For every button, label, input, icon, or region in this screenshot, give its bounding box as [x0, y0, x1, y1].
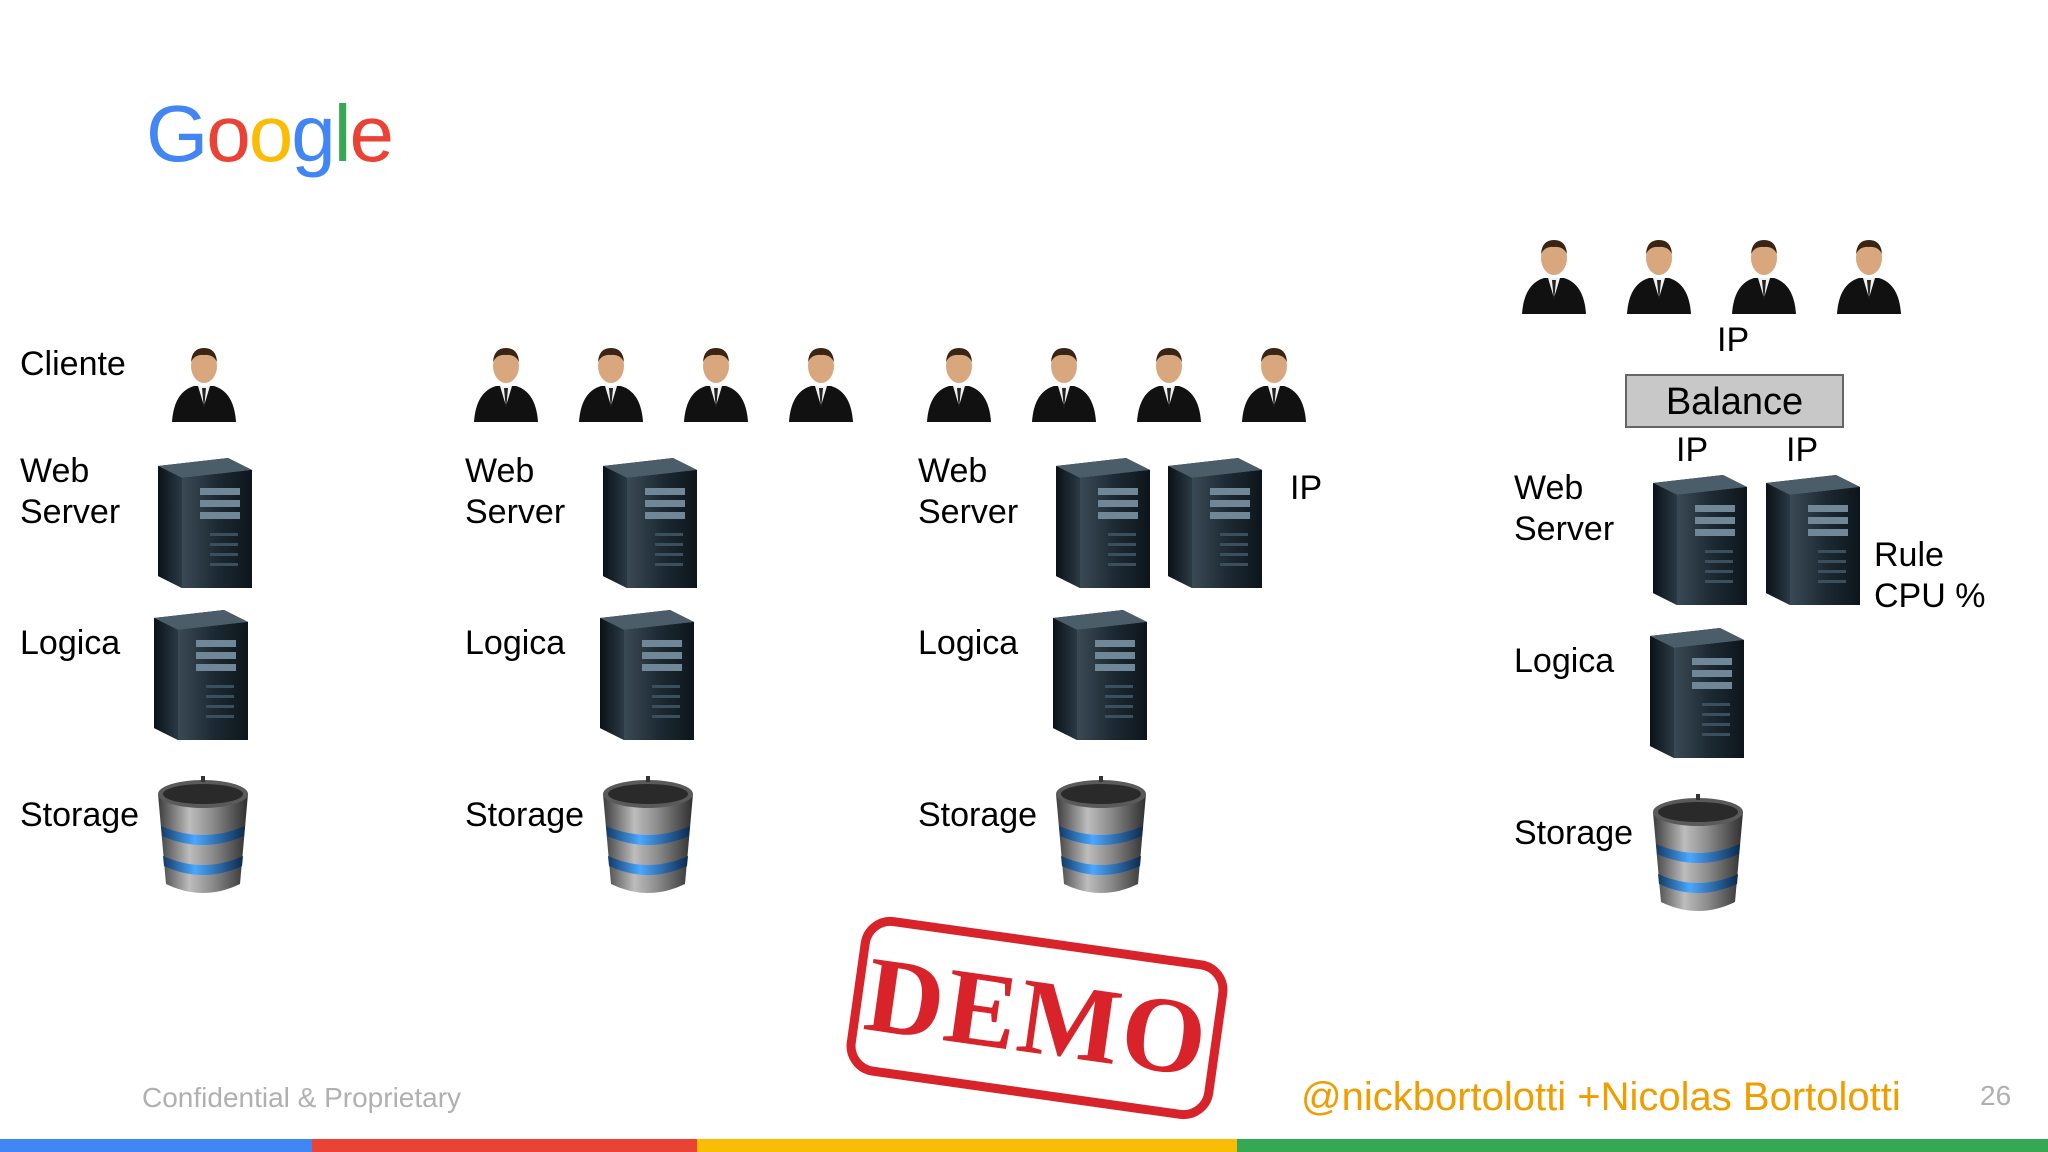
storage-database-icon — [593, 774, 703, 899]
user-icon — [1833, 232, 1905, 314]
ip-top-label: IP — [1717, 321, 1750, 359]
rule-cpu-label: Rule CPU % — [1874, 536, 1986, 615]
logo-letter-g: G — [146, 89, 208, 178]
footer-stripe-red — [312, 1139, 697, 1152]
ip-right-label: IP — [1786, 431, 1819, 469]
logic-server-icon — [1642, 628, 1752, 758]
web-server-icon — [1048, 458, 1158, 588]
storage-database-icon — [1046, 774, 1156, 899]
user-icon — [680, 340, 752, 422]
cliente-label: Cliente — [20, 345, 126, 383]
user-icon — [785, 340, 857, 422]
storage-label: Storage — [20, 796, 140, 834]
user-icon — [1028, 340, 1100, 422]
logic-server-icon — [1045, 610, 1155, 740]
storage-database-icon — [148, 774, 258, 899]
logic-server-icon — [146, 610, 256, 740]
web-server-label: Web Server — [20, 452, 121, 531]
storage-label: Storage — [918, 796, 1038, 834]
logic-server-icon — [592, 610, 702, 740]
user-icon — [923, 340, 995, 422]
footer-stripe-green — [1237, 1139, 2048, 1152]
user-icon — [470, 340, 542, 422]
load-balancer-box: Balance — [1625, 374, 1844, 428]
user-icon — [1623, 232, 1695, 314]
logica-label: Logica — [1514, 642, 1615, 680]
user-icon — [1518, 232, 1590, 314]
logo-letter-o2: o — [248, 89, 293, 178]
web-server-icon — [1645, 475, 1755, 605]
user-icon — [168, 340, 240, 422]
confidential-label: Confidential & Proprietary — [142, 1082, 462, 1113]
web-server-icon — [1160, 458, 1270, 588]
web-server-label: Web Server — [465, 452, 566, 531]
user-icon — [1133, 340, 1205, 422]
ip-left-label: IP — [1676, 431, 1709, 469]
author-handle: @nickbortolotti +Nicolas Bortolotti — [1301, 1075, 1901, 1119]
footer-stripe-yellow — [697, 1139, 1237, 1152]
web-server-icon — [1758, 475, 1868, 605]
logica-label: Logica — [465, 624, 566, 662]
logo-letter-l: l — [333, 89, 352, 178]
logo-letter-o1: o — [206, 89, 250, 178]
user-icon — [1728, 232, 1800, 314]
web-server-label: Web Server — [1514, 469, 1615, 548]
page-number: 26 — [1980, 1080, 2012, 1111]
web-server-icon — [150, 458, 260, 588]
web-server-icon — [595, 458, 705, 588]
storage-database-icon — [1643, 792, 1753, 917]
user-icon — [1238, 340, 1310, 422]
storage-label: Storage — [1514, 814, 1634, 852]
logo-letter-g2: g — [291, 89, 335, 178]
storage-label: Storage — [465, 796, 585, 834]
logo-letter-e: e — [349, 89, 394, 178]
demo-stamp-text: DEMO — [858, 934, 1216, 1101]
ip-label: IP — [1290, 469, 1323, 507]
user-icon — [575, 340, 647, 422]
logica-label: Logica — [20, 624, 121, 662]
logica-label: Logica — [918, 624, 1019, 662]
demo-stamp: DEMO — [842, 913, 1232, 1123]
google-logo: Google — [146, 94, 394, 174]
footer-stripe-blue — [0, 1139, 312, 1152]
web-server-label: Web Server — [918, 452, 1019, 531]
